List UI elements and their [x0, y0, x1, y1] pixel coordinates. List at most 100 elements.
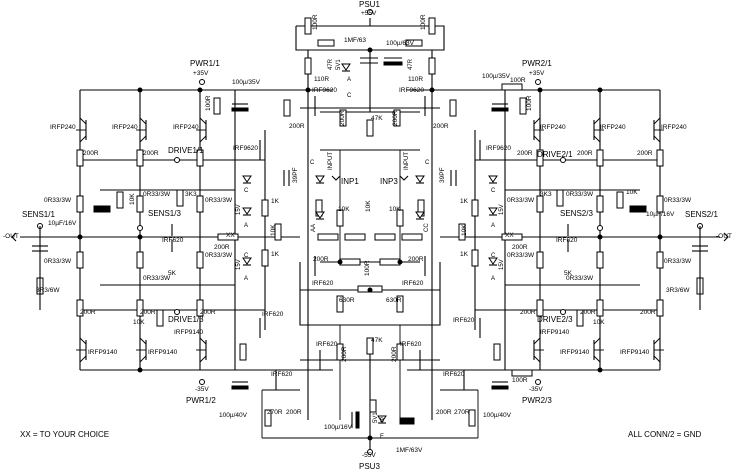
input-label-right: INPUT: [404, 152, 410, 170]
r-200-r8: 200R: [512, 244, 528, 251]
q-irf620-6: IRF620: [402, 280, 424, 287]
r-3r3-right: 3R3/6W: [666, 287, 690, 294]
r-10k-l3: 10K: [270, 224, 277, 236]
pin-e-bottom: E: [380, 434, 385, 440]
pwr2-3-label: PWR2/3: [522, 396, 552, 405]
r-0r33-r4: 0R33/3W: [507, 252, 535, 259]
q-irf620-7: IRF620: [316, 341, 338, 348]
r-200-r1: 200R: [433, 123, 449, 130]
psu1-label: PSU1: [359, 0, 380, 9]
q-irf620-8: IRF620: [400, 341, 422, 348]
c-100u40-right: 100µ/40V: [483, 412, 511, 419]
r-47-right: 47R: [408, 58, 414, 70]
c-100u35-right: 100µ/35V: [482, 73, 510, 80]
r-10k-r2: 10K: [626, 189, 638, 196]
r-110-left: 110R: [314, 76, 330, 83]
r-top-100-left: 100R: [312, 14, 319, 30]
r-47k-bottom: 47K: [371, 337, 383, 344]
r-270-right: 270R: [454, 409, 470, 416]
sens2-3-label: SENS2/3: [560, 209, 593, 218]
pin-c-top: C: [347, 93, 352, 99]
r-200-l7: 200R: [214, 244, 230, 251]
inp3-label: INP3: [380, 177, 398, 186]
pwr2-1-label: PWR2/1: [522, 59, 552, 68]
r-630-left: 630R: [339, 297, 355, 304]
r-200-l6: 200R: [200, 309, 216, 316]
r-top-100-right: 100R: [420, 14, 427, 30]
r-0r33-r6: 0R33/3W: [664, 258, 692, 265]
note-gnd: ALL CONN/2 = GND: [628, 430, 702, 439]
pwr2-3-voltage: -35V: [529, 386, 543, 393]
c-100u63: 100µ/63V: [386, 40, 414, 47]
inp1-label: INP1: [341, 177, 359, 186]
q-irf9620-3: IRF9620: [312, 87, 337, 94]
z-15v-l2: 15V: [236, 259, 242, 270]
c-39pf-left: 39PF: [292, 167, 299, 183]
r-200-r3: 200R: [577, 150, 593, 157]
c-1mf63-bottom: 1MF/63V: [396, 447, 423, 454]
c-100u40-left: 100µ/40V: [219, 412, 247, 419]
r-200-l2: 200R: [83, 150, 99, 157]
q-irfp9140-6: IRFP9140: [620, 349, 650, 356]
r-0r33-l3: 0R33/3W: [205, 197, 233, 204]
psu3-voltage: -55V: [362, 452, 376, 459]
z-5v1-bottom: 5V1: [373, 412, 379, 423]
out-right-label: -OUT: [716, 233, 732, 240]
junction-dots: [77, 47, 663, 441]
r-0r33-r3: 0R33/3W: [664, 197, 692, 204]
r-0r33-r1: 0R33/3W: [507, 197, 535, 204]
r-0r33-r5: 0R33/3W: [566, 275, 594, 282]
r-10k-r3: 10K: [461, 224, 468, 236]
q-irf620-10: IRF620: [443, 371, 465, 378]
r-630-right: 630R: [386, 297, 402, 304]
r-0r33-l2: 0R33/3W: [143, 191, 171, 198]
pwr1-1-voltage: +35V: [193, 70, 209, 77]
r-1k-r2: 1K: [460, 251, 468, 258]
r-200-c3: 200R: [339, 110, 346, 126]
z-5v1-top: 5V1: [336, 59, 342, 70]
sens1-3-label: SENS1/3: [148, 209, 181, 218]
r-200-l1: 200R: [289, 123, 305, 130]
r-200-l3: 200R: [143, 150, 159, 157]
r-200-c2: 200R: [408, 256, 424, 263]
xx-left: XX: [226, 232, 235, 239]
r-3k3-right: 3K3: [540, 191, 552, 198]
q-irfp9140-2: IRFP9140: [148, 349, 178, 356]
psu3-label: PSU3: [359, 462, 380, 471]
z-15v-l1: 15V: [236, 204, 242, 215]
q-irfp240-6: IRFP240: [540, 124, 566, 131]
pwr2-1-voltage: +35V: [529, 70, 545, 77]
q-irfp9140-1: IRFP9140: [88, 349, 118, 356]
r-270-left: 270R: [267, 409, 283, 416]
q-irfp240-4: IRFP240: [661, 124, 687, 131]
r-200-bl: 200R: [286, 409, 302, 416]
c-10u16-right: 10µF/16V: [646, 211, 675, 218]
q-irfp240-1: IRFP240: [50, 124, 76, 131]
drive1-1-label: DRIVE1/1: [168, 146, 204, 155]
power-rails: [20, 18, 720, 452]
transistor-symbols: [76, 96, 664, 390]
q-irfp240-3: IRFP240: [173, 124, 199, 131]
drive1-3-label: DRIVE1/3: [168, 315, 204, 324]
c-10u16-left: 10µF/16V: [48, 220, 77, 227]
psu1-voltage: +55V: [361, 10, 377, 17]
r-47-left: 47R: [328, 58, 334, 70]
pin-a-r2: A: [491, 276, 496, 282]
drive2-3-label: DRIVE2/3: [537, 315, 573, 324]
q-irf9620-1: IRF9620: [233, 145, 258, 152]
pin-c-l2: C: [244, 253, 249, 259]
sens1-1-label: SENS1/1: [22, 210, 55, 219]
r-110-right: 110R: [408, 76, 424, 83]
input-label-left: INPUT: [328, 152, 334, 170]
q-irfp9140-5: IRFP9140: [560, 349, 590, 356]
r-200-l4: 200R: [80, 309, 96, 316]
r-200-c6: 200R: [391, 346, 398, 362]
drive2-1-label: DRIVE2/1: [537, 150, 573, 159]
r-200-r5: 200R: [520, 309, 536, 316]
connector-terminals: [11, 9, 729, 455]
r-0r33-l6: 0R33/3W: [205, 252, 233, 259]
r-200-c1: 200R: [313, 256, 329, 263]
pin-cc-inp3: CC: [424, 223, 430, 232]
r-10k-l1: 10K: [133, 319, 145, 326]
pin-aa-inp1: AA: [311, 223, 317, 232]
